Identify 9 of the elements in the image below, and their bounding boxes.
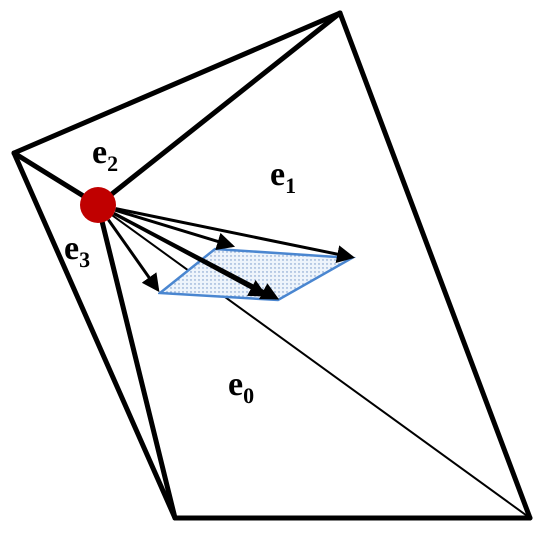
vertex-dot	[80, 187, 116, 223]
arrow	[114, 208, 236, 250]
element-label: e$_{3}$	[64, 232, 90, 271]
element-label: e$_{1}$	[270, 158, 296, 197]
shaded-parallelogram	[158, 247, 356, 302]
element-label: e$_{0}$	[228, 368, 254, 407]
arrow	[115, 207, 356, 263]
arrow	[107, 218, 160, 292]
element-label: e$_{2}$	[92, 136, 118, 175]
